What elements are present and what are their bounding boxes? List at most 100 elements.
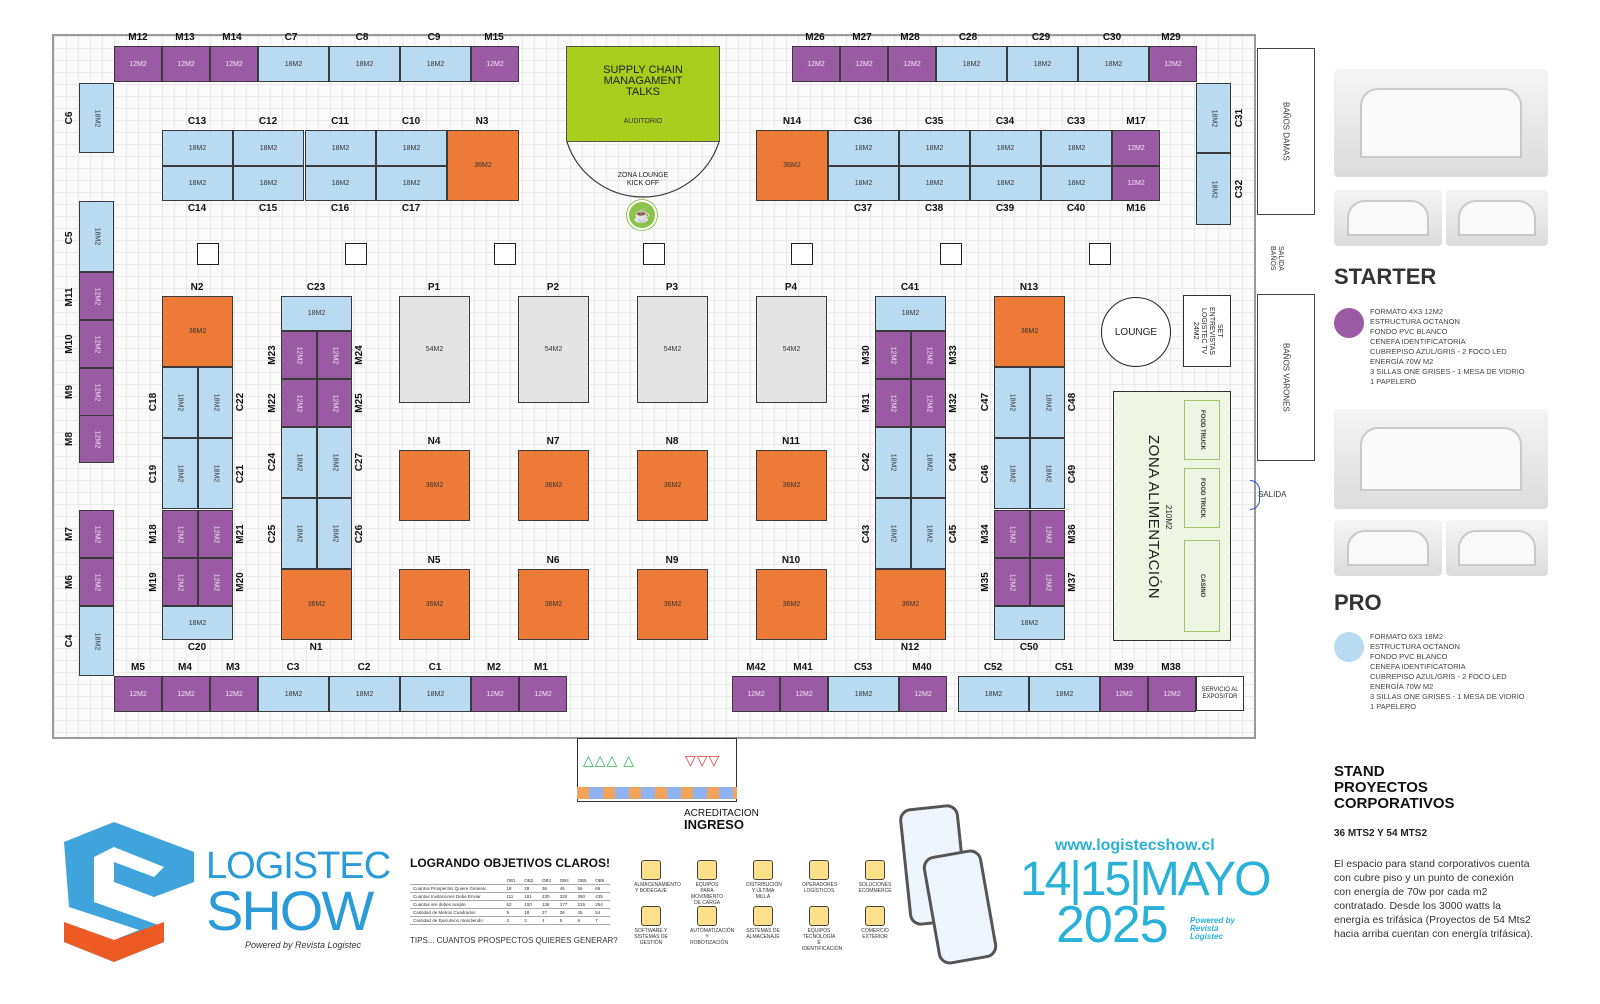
booth-m28[interactable]: 12M2 [888, 46, 936, 82]
booth-m38[interactable]: 12M2 [1148, 676, 1196, 712]
booth-n8[interactable]: 36M2 [637, 450, 708, 521]
set-entrevistas[interactable]: SET ENTREVISTAS LOGISTEC TV 24M2 [1183, 295, 1231, 367]
booth-m24[interactable]: 12M2 [317, 331, 352, 379]
booth-n14[interactable]: 36M2 [756, 130, 828, 201]
booth-c27[interactable]: 18M2 [317, 427, 352, 498]
booth-c21[interactable]: 18M2 [198, 438, 233, 509]
booth-m27[interactable]: 12M2 [840, 46, 888, 82]
booth-c53[interactable]: 18M2 [828, 676, 899, 712]
booth-c41[interactable]: 18M2 [875, 296, 946, 331]
booth-c11[interactable]: 18M2 [305, 130, 376, 166]
booth-c17[interactable]: 18M2 [376, 166, 447, 201]
booth-c8[interactable]: 18M2 [329, 46, 400, 82]
booth-c15[interactable]: 18M2 [233, 166, 304, 201]
booth-c5[interactable]: 18M2 [79, 201, 114, 272]
booth-n5[interactable]: 36M2 [399, 569, 470, 640]
booth-c29[interactable]: 18M2 [1007, 46, 1078, 82]
booth-m41[interactable]: 12M2 [780, 676, 828, 712]
booth-c44[interactable]: 18M2 [911, 427, 946, 498]
booth-c39[interactable]: 18M2 [970, 166, 1041, 201]
booth-c51[interactable]: 18M2 [1029, 676, 1100, 712]
booth-m31[interactable]: 12M2 [875, 379, 911, 427]
booth-c45[interactable]: 18M2 [911, 498, 946, 569]
booth-c47[interactable]: 18M2 [994, 367, 1030, 438]
booth-m34[interactable]: 12M2 [994, 510, 1030, 558]
booth-m15[interactable]: 12M2 [471, 46, 519, 82]
website-url[interactable]: www.logistecshow.cl [1055, 837, 1215, 854]
booth-c52[interactable]: 18M2 [958, 676, 1029, 712]
booth-c34[interactable]: 18M2 [970, 130, 1041, 166]
lounge[interactable]: LOUNGE [1101, 297, 1171, 367]
booth-c16[interactable]: 18M2 [305, 166, 376, 201]
booth-m3[interactable]: 12M2 [210, 676, 258, 712]
booth-c30[interactable]: 18M2 [1078, 46, 1149, 82]
booth-m6[interactable]: 12M2 [79, 558, 114, 606]
booth-m29[interactable]: 12M2 [1149, 46, 1197, 82]
booth-c14[interactable]: 18M2 [162, 166, 233, 201]
booth-n9[interactable]: 36M2 [637, 569, 708, 640]
booth-n2[interactable]: 36M2 [162, 296, 233, 367]
booth-m12[interactable]: 12M2 [114, 46, 162, 82]
booth-m11[interactable]: 12M2 [79, 272, 114, 320]
booth-n4[interactable]: 36M2 [399, 450, 470, 521]
booth-p3[interactable]: 54M2 [637, 296, 708, 403]
booth-c36[interactable]: 18M2 [828, 130, 899, 166]
booth-c26[interactable]: 18M2 [317, 498, 352, 569]
booth-p1[interactable]: 54M2 [399, 296, 470, 403]
booth-c40[interactable]: 18M2 [1041, 166, 1112, 201]
booth-c18[interactable]: 18M2 [162, 367, 198, 438]
booth-c1[interactable]: 18M2 [400, 676, 471, 712]
booth-m1[interactable]: 12M2 [519, 676, 567, 712]
booth-m30[interactable]: 12M2 [875, 331, 911, 379]
booth-m35[interactable]: 12M2 [994, 558, 1030, 606]
booth-p2[interactable]: 54M2 [518, 296, 589, 403]
booth-m2[interactable]: 12M2 [471, 676, 519, 712]
booth-n10[interactable]: 36M2 [756, 569, 827, 640]
booth-m23[interactable]: 12M2 [281, 331, 317, 379]
servicio-expositor[interactable]: SERVICIO AL EXPOSITOR [1196, 676, 1244, 711]
booth-c4[interactable]: 18M2 [79, 606, 114, 676]
auditorio[interactable]: SUPPLY CHAIN MANAGAMENT TALKS AUDITORIO [566, 46, 720, 142]
booth-c7[interactable]: 18M2 [258, 46, 329, 82]
booth-m36[interactable]: 12M2 [1030, 510, 1065, 558]
booth-m33[interactable]: 12M2 [911, 331, 946, 379]
booth-c32[interactable]: 18M2 [1196, 153, 1231, 225]
booth-m9[interactable]: 12M2 [79, 368, 114, 416]
booth-c33[interactable]: 18M2 [1041, 130, 1112, 166]
booth-m16[interactable]: 12M2 [1112, 166, 1160, 201]
booth-m4[interactable]: 12M2 [162, 676, 210, 712]
booth-c19[interactable]: 18M2 [162, 438, 198, 509]
booth-c10[interactable]: 18M2 [376, 130, 447, 166]
booth-c50[interactable]: 18M2 [994, 606, 1065, 640]
booth-m14[interactable]: 12M2 [210, 46, 258, 82]
booth-m13[interactable]: 12M2 [162, 46, 210, 82]
booth-c2[interactable]: 18M2 [329, 676, 400, 712]
booth-n6[interactable]: 36M2 [518, 569, 589, 640]
booth-c28[interactable]: 18M2 [936, 46, 1007, 82]
booth-m18[interactable]: 12M2 [162, 510, 198, 558]
booth-p4[interactable]: 54M2 [756, 296, 827, 403]
booth-c9[interactable]: 18M2 [400, 46, 471, 82]
booth-n11[interactable]: 36M2 [756, 450, 827, 521]
booth-c46[interactable]: 18M2 [994, 438, 1030, 509]
booth-c24[interactable]: 18M2 [281, 427, 317, 498]
booth-m22[interactable]: 12M2 [281, 379, 317, 427]
booth-m10[interactable]: 12M2 [79, 320, 114, 368]
booth-m32[interactable]: 12M2 [911, 379, 946, 427]
booth-c3[interactable]: 18M2 [258, 676, 329, 712]
booth-m42[interactable]: 12M2 [732, 676, 780, 712]
booth-m5[interactable]: 12M2 [114, 676, 162, 712]
booth-c42[interactable]: 18M2 [875, 427, 911, 498]
booth-c48[interactable]: 18M2 [1030, 367, 1065, 438]
booth-n12[interactable]: 36M2 [875, 569, 946, 640]
booth-c6[interactable]: 18M2 [79, 83, 114, 153]
booth-c43[interactable]: 18M2 [875, 498, 911, 569]
booth-c37[interactable]: 18M2 [828, 166, 899, 201]
booth-m7[interactable]: 12M2 [79, 510, 114, 558]
booth-n3[interactable]: 36M2 [447, 130, 519, 201]
booth-c12[interactable]: 18M2 [233, 130, 304, 166]
booth-m20[interactable]: 12M2 [198, 558, 233, 606]
booth-m19[interactable]: 12M2 [162, 558, 198, 606]
booth-n1[interactable]: 36M2 [281, 569, 352, 640]
booth-c13[interactable]: 18M2 [162, 130, 233, 166]
